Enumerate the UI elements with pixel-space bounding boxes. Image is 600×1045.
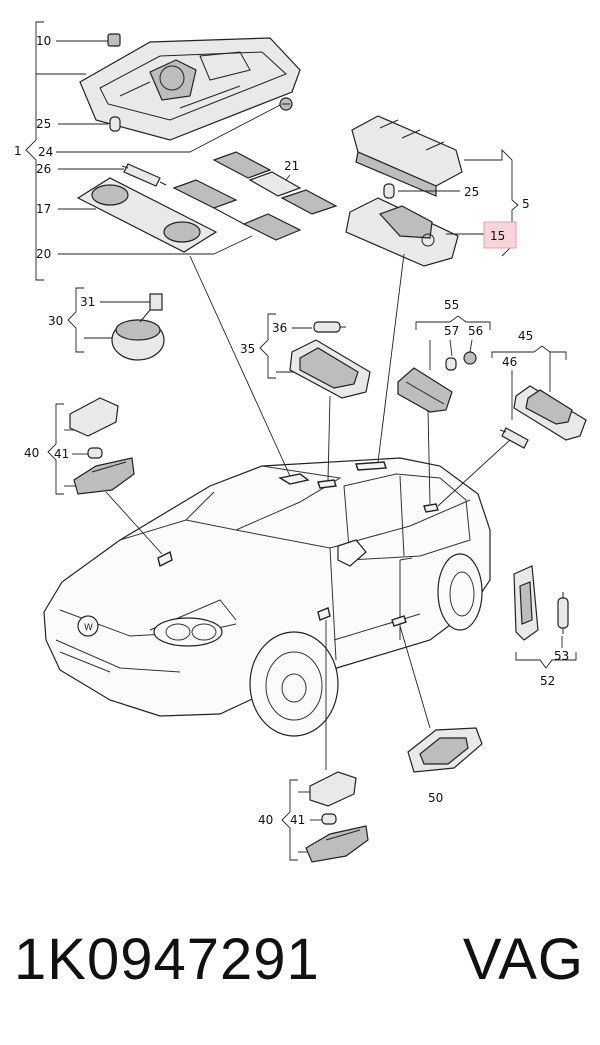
bracket-group-40-lower <box>281 779 298 861</box>
door-sill-lamp-50 <box>407 727 483 773</box>
highlight-15 <box>483 221 517 249</box>
marker-front-roof <box>278 473 310 485</box>
bracket-group-35 <box>259 313 276 379</box>
callout-10: 10 <box>36 34 51 48</box>
screw-24 <box>279 97 293 111</box>
callout-30: 30 <box>48 314 63 328</box>
callout-15: 15 <box>490 229 505 243</box>
glovebox-lamp-cover <box>69 397 119 437</box>
callout-41-lower: 41 <box>290 813 305 827</box>
callout-20: 20 <box>36 247 51 261</box>
festoon-bulb-46 <box>499 427 529 449</box>
bracket-group-30 <box>67 287 84 353</box>
festoon-bulb-36 <box>313 321 346 333</box>
footer: 1K0947291 VAG <box>0 905 600 1015</box>
car-illustration: W <box>43 457 491 737</box>
parts-diagram: 1 10 24 25 26 17 21 <box>14 21 587 863</box>
lamp-housing-40-lower <box>305 825 369 863</box>
callout-46: 46 <box>502 355 517 369</box>
bracket-group-55 <box>415 315 491 330</box>
lens-17 <box>76 177 218 253</box>
glovebox-lamp-housing <box>73 457 135 495</box>
lamp-cover-40-lower <box>309 771 357 807</box>
svg-text:W: W <box>84 623 93 633</box>
callout-25-right: 25 <box>464 185 479 199</box>
callout-36: 36 <box>272 321 287 335</box>
door-lamp-55 <box>397 367 453 413</box>
callout-45: 45 <box>518 329 533 343</box>
luggage-lamp-45 <box>513 385 587 441</box>
lamp-52 <box>513 565 539 641</box>
bracket-group-52 <box>515 652 577 669</box>
callout-56: 56 <box>468 324 483 338</box>
callout-5: 5 <box>522 197 530 211</box>
roof-console-housing <box>79 37 301 141</box>
lamp-housing-35 <box>289 339 371 399</box>
callout-35: 35 <box>240 342 255 356</box>
lens-pieces-21 <box>172 151 338 241</box>
marker-rear-roof <box>355 461 387 471</box>
bulb-25-right <box>383 183 395 199</box>
callout-17: 17 <box>36 202 51 216</box>
marker-mid-roof <box>317 479 337 489</box>
callout-26: 26 <box>36 162 51 176</box>
bracket-group-1 <box>25 21 44 281</box>
lamp-unit-15 <box>345 197 459 267</box>
clip-10 <box>107 33 121 47</box>
bulb-41-upper <box>87 447 103 459</box>
clip-56 <box>463 351 477 365</box>
part-number: 1K0947291 <box>14 927 320 992</box>
callout-25-left: 25 <box>36 117 51 131</box>
bulb-57 <box>445 357 457 371</box>
brand-label: VAG <box>462 927 584 992</box>
callout-40-lower: 40 <box>258 813 273 827</box>
bracket-group-45 <box>491 345 567 360</box>
callout-40-upper: 40 <box>24 446 39 460</box>
callout-31: 31 <box>80 295 95 309</box>
callout-52: 52 <box>540 674 555 688</box>
callout-41-upper: 41 <box>54 447 69 461</box>
callout-24: 24 <box>38 145 53 159</box>
marker-front-door <box>317 607 331 621</box>
bulb-25-left <box>109 116 121 132</box>
sensor-30 <box>111 293 165 361</box>
callout-53: 53 <box>554 649 569 663</box>
light-unit-5 <box>351 115 463 197</box>
callout-57: 57 <box>444 324 459 338</box>
callout-1: 1 <box>14 144 22 158</box>
callout-50: 50 <box>428 791 443 805</box>
festoon-bulb-26 <box>121 163 167 187</box>
callout-21: 21 <box>284 159 299 173</box>
bulb-41-lower <box>321 813 337 825</box>
bracket-group-40-upper <box>47 403 64 495</box>
marker-rear-door <box>423 503 439 513</box>
bulb-53 <box>557 592 569 634</box>
marker-glovebox <box>157 550 173 568</box>
marker-door-sill <box>391 615 407 627</box>
callout-55: 55 <box>444 298 459 312</box>
